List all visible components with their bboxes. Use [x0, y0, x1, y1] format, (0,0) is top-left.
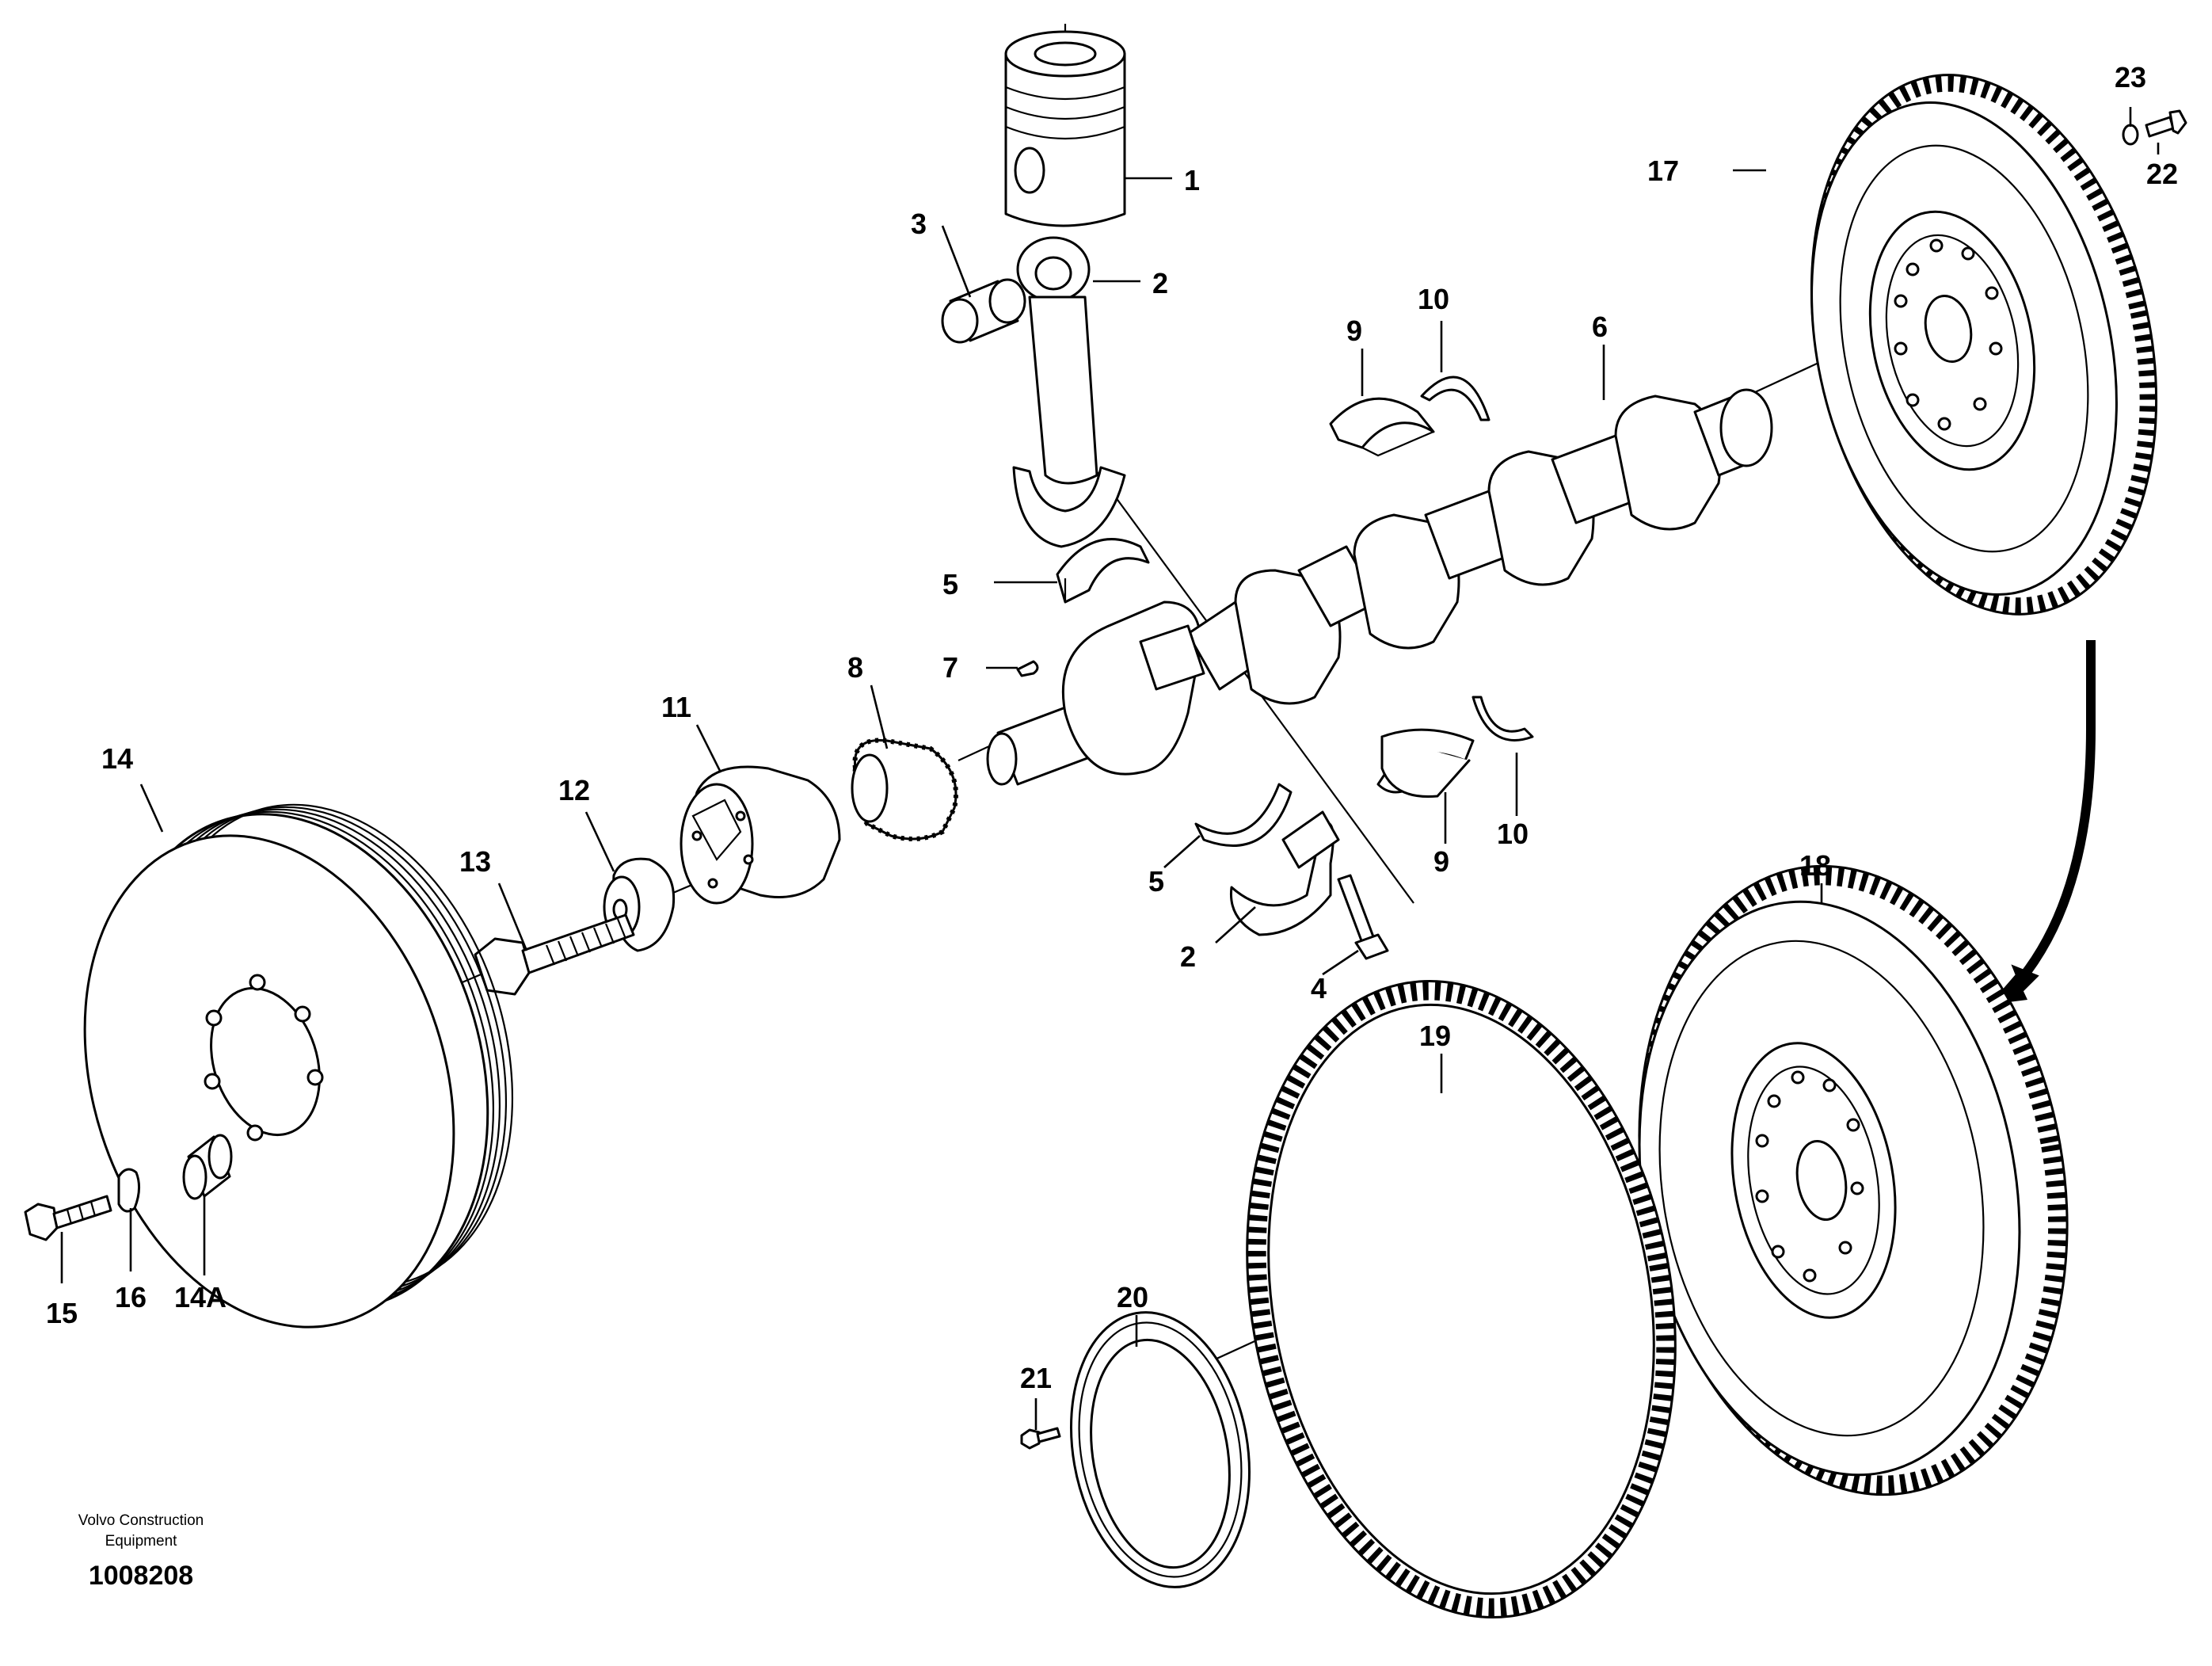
seal-ring — [1069, 1311, 1251, 1588]
callout-13: 13 — [459, 845, 491, 878]
callout-1: 1 — [1184, 164, 1200, 196]
main-bearing-upper — [1329, 397, 1435, 457]
callout-20: 20 — [1117, 1281, 1148, 1313]
callout-labels: 1 2 3 5 7 9 10 6 8 11 12 13 14 14A 15 16… — [46, 61, 2178, 1394]
piston-pin — [941, 278, 1026, 344]
piston — [1004, 24, 1126, 227]
company-name-line2: Equipment — [105, 1533, 178, 1550]
flywheel — [1810, 74, 2158, 616]
drawing-number: 1008208 — [89, 1561, 193, 1591]
callout-11: 11 — [661, 691, 691, 723]
rod-bearing-lower — [1194, 783, 1293, 847]
flywheel-alt-bolt-holes — [1755, 1070, 1864, 1283]
pulley-washer — [117, 1168, 140, 1213]
main-bearing-lower — [1376, 728, 1475, 799]
ring-gear — [1246, 980, 1677, 1618]
alternative-arrow — [1989, 640, 2096, 1005]
screw — [1020, 1427, 1061, 1450]
thrust-washer-upper — [1420, 376, 1491, 421]
callout-17: 17 — [1647, 154, 1679, 187]
flywheel-alternative — [1638, 864, 2069, 1496]
flywheel-washer — [2122, 124, 2139, 146]
callout-12: 12 — [558, 774, 590, 806]
callout-9-lower: 9 — [1433, 845, 1449, 878]
thrust-washer-lower — [1471, 696, 1534, 742]
callout-22: 22 — [2146, 158, 2178, 190]
callout-5: 5 — [942, 568, 958, 600]
callout-5-lower: 5 — [1148, 865, 1164, 898]
flywheel-bolt-holes — [1894, 238, 2003, 431]
callout-18: 18 — [1799, 849, 1831, 882]
rod-bearing-upper — [1056, 538, 1150, 604]
callout-23: 23 — [2115, 61, 2146, 93]
callout-7: 7 — [942, 651, 958, 684]
callout-19: 19 — [1419, 1020, 1451, 1052]
callout-4: 4 — [1311, 972, 1327, 1005]
callout-6: 6 — [1592, 311, 1608, 343]
flywheel-bolt — [2145, 109, 2187, 138]
callout-3: 3 — [911, 208, 927, 240]
rod-bolt — [1337, 874, 1389, 960]
callout-14A: 14A — [174, 1281, 227, 1313]
damper-spacer — [182, 1134, 233, 1200]
pulley-bolt — [24, 1195, 112, 1241]
callout-9: 9 — [1346, 315, 1362, 347]
callout-8: 8 — [847, 651, 863, 684]
callout-16: 16 — [115, 1281, 147, 1313]
crankshaft-gear — [851, 738, 958, 841]
callout-21: 21 — [1020, 1362, 1052, 1394]
callout-2-cap: 2 — [1180, 940, 1196, 973]
rod-cap — [1229, 810, 1340, 936]
footer: Volvo Construction Equipment 1008208 — [78, 1512, 204, 1591]
callout-15: 15 — [46, 1297, 78, 1329]
connecting-rod — [1012, 236, 1126, 548]
callout-10-lower: 10 — [1497, 818, 1529, 850]
callout-10: 10 — [1418, 283, 1449, 315]
callout-14: 14 — [101, 742, 133, 775]
center-bolt — [474, 913, 635, 996]
crankshaft — [986, 388, 1773, 786]
company-name-line1: Volvo Construction — [78, 1512, 204, 1529]
hub — [680, 765, 841, 905]
leader-lines — [60, 107, 2160, 1430]
key — [1016, 660, 1039, 677]
callout-2: 2 — [1152, 267, 1168, 299]
